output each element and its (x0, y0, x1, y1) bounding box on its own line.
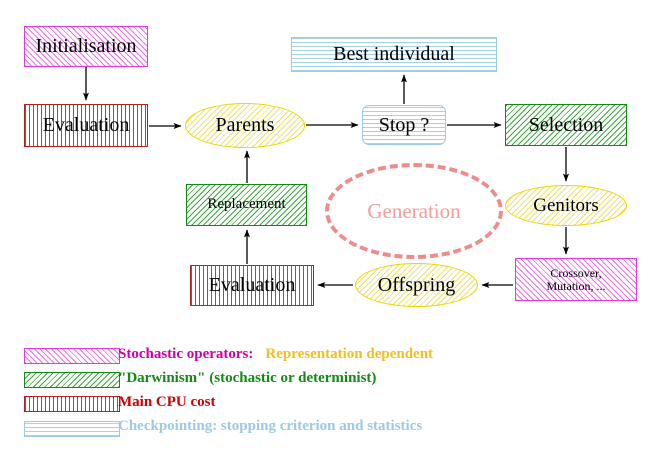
node-label-replacement: Replacement (207, 196, 286, 213)
legend-swatch-checkpointing (24, 421, 120, 437)
node-offspring[interactable]: Offspring (355, 263, 478, 307)
legend-swatch-darwinism (24, 372, 120, 388)
node-evaluation-bot[interactable]: Evaluation (190, 265, 314, 306)
node-label-initialisation: Initialisation (35, 35, 137, 57)
node-label-crossover: Crossover,Mutation, ... (546, 265, 606, 293)
legend-segment-main-cpu-cost-0: Main CPU cost (118, 394, 216, 410)
node-label-selection: Selection (528, 113, 604, 136)
node-replacement[interactable]: Replacement (186, 184, 307, 226)
generation-label: Generation (367, 198, 461, 223)
node-selection[interactable]: Selection (505, 104, 627, 146)
legend-text-checkpointing: Checkpointing: stopping criterion and st… (118, 418, 422, 435)
legend-segment-checkpointing-0: Checkpointing: stopping criterion and st… (118, 418, 423, 434)
node-parents[interactable]: Parents (185, 103, 305, 148)
node-best-individual[interactable]: Best individual (291, 37, 497, 72)
legend-swatch-stochastic-operators (24, 348, 120, 364)
node-label-best-individual: Best individual (333, 43, 455, 65)
node-label-evaluation-top: Evaluation (42, 114, 130, 136)
legend-segment-stochastic-operators-0: Stochastic operators: (118, 346, 254, 362)
node-label-parents: Parents (215, 114, 275, 136)
legend-swatch-main-cpu-cost (24, 396, 120, 412)
legend-segment-stochastic-operators-1: Representation dependent (265, 346, 434, 362)
node-label-genitors: Genitors (533, 194, 599, 216)
node-label-stop: Stop ? (378, 113, 430, 136)
node-label-evaluation-bot: Evaluation (208, 274, 296, 296)
node-genitors[interactable]: Genitors (505, 185, 627, 226)
node-label-offspring: Offspring (377, 273, 456, 296)
node-initialisation[interactable]: Initialisation (24, 26, 148, 67)
legend-text-stochastic-operators: Stochastic operators: Representation depe… (118, 346, 433, 363)
legend-text-darwinism: "Darwinism" (stochastic or determinist) (118, 370, 376, 387)
legend-text-main-cpu-cost: Main CPU cost (118, 394, 216, 411)
generation-cycle-ellipse: Generation (325, 163, 503, 259)
node-stop[interactable]: Stop ? (362, 105, 446, 145)
node-evaluation-top[interactable]: Evaluation (24, 104, 148, 147)
legend-segment-darwinism-0: "Darwinism" (stochastic or determinist) (118, 370, 377, 386)
node-crossover[interactable]: Crossover,Mutation, ... (515, 258, 637, 301)
